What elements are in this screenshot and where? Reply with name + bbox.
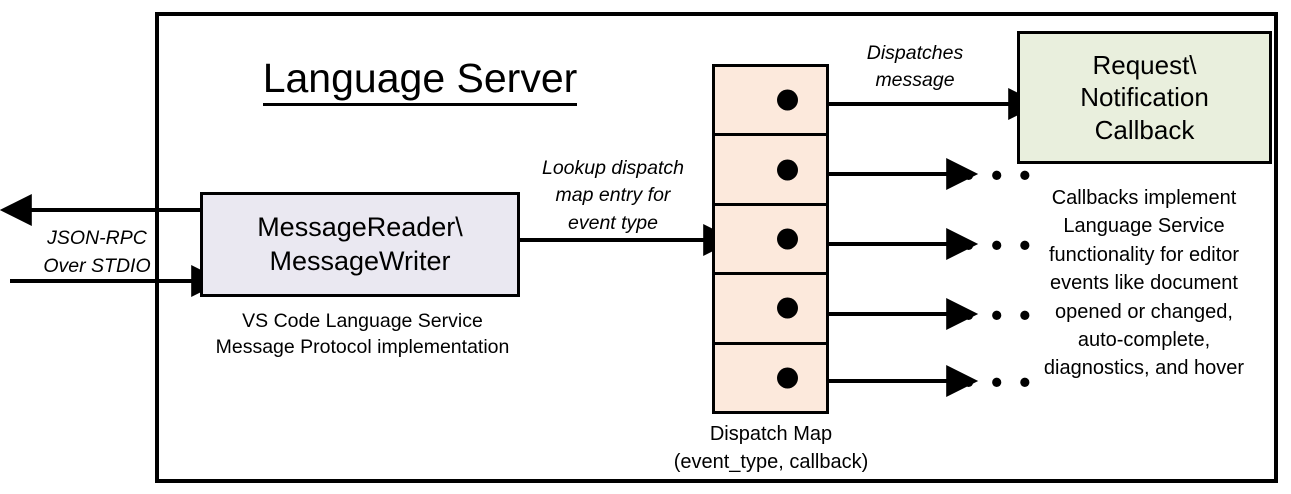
json-rpc-label-line2: Over STDIO — [43, 255, 151, 278]
entry-dot-icon — [777, 159, 798, 181]
lookup-line1: Lookup dispatch — [541, 157, 685, 179]
message-reader-writer-label: MessageReader\MessageWriter — [257, 211, 463, 279]
message-io-line2: MessageWriter — [269, 245, 451, 276]
lookup-line3: event type — [568, 211, 658, 234]
callback-caption-line2: Language Service — [1063, 215, 1225, 238]
dispatch-map-caption-line2: (event_type, callback) — [673, 450, 869, 473]
dispatch-map-row-2[interactable] — [715, 136, 826, 206]
callback-line3: Callback — [1094, 114, 1195, 145]
dispatch-msg-line2: message — [875, 69, 955, 92]
callback-line1: Request\ — [1092, 50, 1197, 81]
message-io-line1: MessageReader\ — [257, 211, 463, 242]
callback-caption-line5: opened or changed, — [1055, 300, 1233, 323]
dispatches-message-label: Dispatches message — [835, 40, 995, 95]
message-io-caption-line2: Message Protocol implementation — [215, 336, 510, 359]
row-4-ellipsis: • • • — [963, 297, 1035, 333]
dispatch-map-caption-line1: Dispatch Map — [709, 423, 833, 445]
entry-dot-icon — [777, 228, 798, 250]
entry-dot-icon — [777, 367, 798, 389]
dispatch-map-row-4[interactable] — [715, 275, 826, 345]
callback-caption-line4: events like document — [1050, 272, 1238, 295]
language-server-container — [155, 12, 1278, 483]
callback-caption-line6: auto-complete, — [1077, 328, 1211, 351]
entry-dot-icon — [777, 89, 798, 111]
lookup-dispatch-label: Lookup dispatch map entry for event type — [518, 155, 708, 237]
json-rpc-label-line1: JSON-RPC — [47, 227, 147, 249]
dispatch-map-table[interactable] — [712, 64, 829, 414]
callback-caption: Callbacks implement Language Service fun… — [1008, 184, 1280, 383]
diagram-title: Language Server — [200, 54, 640, 106]
row-3-ellipsis: • • • — [963, 227, 1035, 263]
callback-caption-line1: Callbacks implement — [1051, 187, 1237, 209]
message-reader-writer-box[interactable]: MessageReader\MessageWriter — [200, 192, 520, 297]
message-reader-writer-caption: VS Code Language Service Message Protoco… — [190, 308, 535, 361]
dispatch-map-row-5[interactable] — [715, 345, 826, 411]
row-2-ellipsis: • • • — [963, 157, 1035, 193]
json-rpc-label: JSON-RPC Over STDIO — [22, 224, 172, 281]
callback-caption-line7: diagnostics, and hover — [1043, 357, 1245, 380]
lookup-line2: map entry for — [555, 184, 671, 207]
dispatch-map-caption: Dispatch Map (event_type, callback) — [640, 421, 902, 476]
diagram-title-text: Language Server — [262, 55, 578, 106]
row-5-ellipsis: • • • — [963, 364, 1035, 400]
callback-caption-line3: functionality for editor — [1048, 243, 1240, 266]
dispatch-msg-line1: Dispatches — [866, 42, 964, 64]
dispatch-map-row-3[interactable] — [715, 206, 826, 276]
callback-line2: Notification — [1080, 82, 1209, 113]
dispatch-map-row-1[interactable] — [715, 67, 826, 137]
entry-dot-icon — [777, 297, 798, 319]
message-io-caption-line1: VS Code Language Service — [242, 310, 483, 332]
